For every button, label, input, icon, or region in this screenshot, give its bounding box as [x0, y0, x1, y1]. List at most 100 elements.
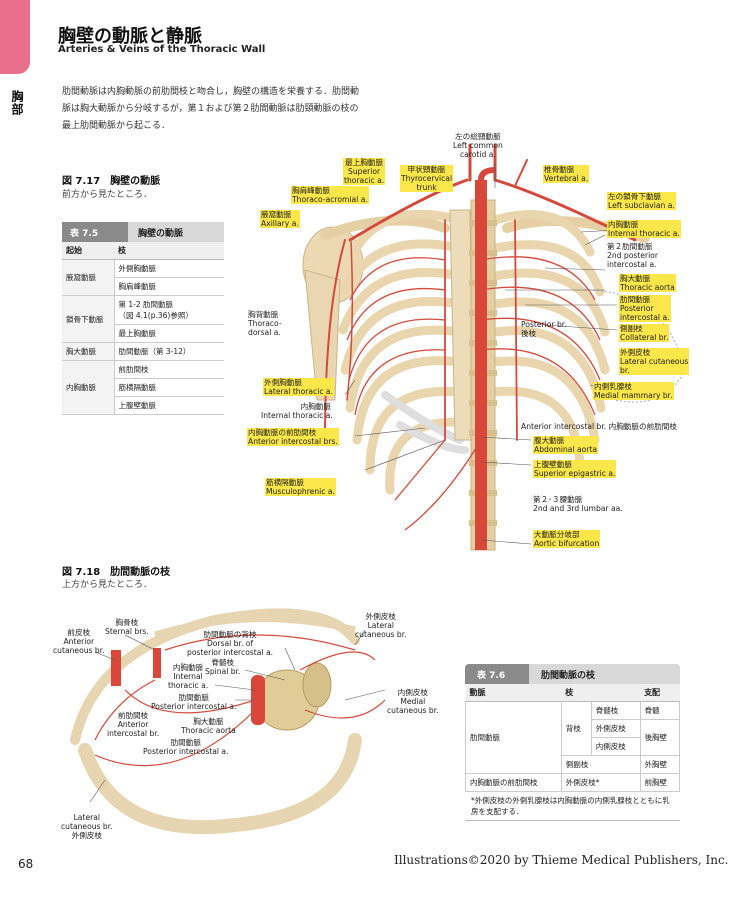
fig718-illustration: 前皮枝 Anterior cutaneous br. 胸骨枝 Sternal b… — [53, 590, 455, 845]
lbl-2nd-posterior-intercostal: 第２肋間動脈 2nd posterior intercostal a. — [607, 242, 658, 269]
table-row: 肋間動脈 背枝 脊髄枝 脊髄 — [465, 701, 681, 774]
table-7-6: 表 7.6 肋間動脈の枝 動脈 枝 支配 肋間動脈 背枝 脊髄枝 脊髄 外側皮枝… — [465, 664, 681, 821]
intercostal-arteries — [346, 256, 601, 531]
col-header: 支配 — [640, 684, 680, 702]
branch-cell: 最上胸動脈 — [114, 324, 224, 343]
branch-cell: 筋横隔動脈 — [114, 378, 224, 397]
branch-cell: 外側胸動脈 — [114, 259, 224, 278]
humerus-bone — [304, 269, 341, 401]
fig717-title: 図 7.17 胸壁の動脈 — [62, 176, 161, 187]
lower-rib — [78, 733, 362, 835]
lbl-thoracic-aorta: 胸大動脈 Thoracic aorta — [181, 717, 236, 735]
subbranch-cell: 内側皮枝 — [590, 737, 641, 756]
page-subtitle: Arteries & Veins of the Thoracic Wall — [58, 44, 266, 55]
lbl-thoracodorsal: 胸背動脈 Thoraco- dorsal a. — [248, 310, 282, 337]
lbl-lateral-thoracic: 外側胸動脈 Lateral thoracic a. — [263, 378, 334, 396]
table-row: 腋窩動脈 外側胸動脈 — [62, 259, 224, 296]
supply-cell: 外胸壁 — [639, 755, 681, 774]
leader-lines — [89, 629, 386, 803]
table-row: 上腹壁動脈 — [62, 396, 224, 415]
lbl-medial-mammary: 内側乳腺枝 Medial mammary br. — [593, 382, 674, 400]
fig717-subtitle: 前方から見たところ． — [62, 190, 153, 200]
intro-line: 最上肋間動脈から起こる． — [62, 121, 171, 131]
vertebra-process — [302, 662, 332, 708]
table-row: 胸大動脈 肋間動脈（第 3-12） — [62, 342, 224, 361]
table-row: 内胸動脈 前肋間枝 — [62, 360, 224, 415]
table-name: 胸壁の動脈 — [128, 222, 224, 242]
lbl-dorsal-branch: 肋間動脈の背枝 Dorsal br. of posterior intercos… — [187, 630, 274, 657]
intercostal-arteries — [94, 634, 386, 767]
origin-cell: 鎖骨下動脈 — [62, 295, 115, 343]
table-footnote: *外側皮枝の外側乳腺枝は内胸動脈の内側乳腺枝とともに乳房を支配する． — [465, 792, 680, 821]
page-title: 胸壁の動脈と静脈 — [58, 26, 202, 47]
subbranch-cell: 外側皮枝 — [590, 719, 641, 738]
lbl-superior-thoracic: 最上胸動脈 Superior thoracic a. — [343, 158, 386, 185]
lbl-medial-cutaneous: 内側皮枝 Medial cutaneous br. — [387, 688, 439, 715]
lbl-internal-thoracic-r: 内胸動脈 Internal thoracic a. — [607, 220, 681, 238]
lbl-lumbar: 第２･３腰動脈 2nd and 3rd lumbar aa. — [533, 495, 623, 513]
table-name: 肋間動脈の枝 — [529, 664, 680, 684]
lbl-lateral-cutaneous-bottom: Lateral cutaneous br. 外側皮枝 — [61, 813, 113, 840]
lbl-lateral-cutaneous-right: 外側皮枝 Lateral cutaneous br. — [355, 612, 407, 639]
col-header: 起始 — [62, 242, 114, 260]
intro-paragraph: 肋間動脈は内胸動脈の前肋間枝と吻合し，胸壁の構造を栄養する．肋間動 脈は胸大動脈… — [62, 84, 372, 135]
lbl-anterior-intercostal: 前肋間枝 Anterior intercostal br. — [107, 711, 160, 738]
lbl-collateral: 側副枝 Collateral br. — [619, 324, 670, 342]
lbl-axillary: 腋窩動脈 Axillary a. — [260, 210, 300, 228]
intro-line: 肋間動脈は内胸動脈の前肋間枝と吻合し，胸壁の構造を栄養する．肋間動 — [62, 87, 360, 97]
intercostal-branches-drawing — [70, 608, 386, 835]
lbl-thoracoacromial: 胸肩峰動脈 Thoraco-acromial a. — [291, 186, 369, 204]
branch-text: 第 1-2 肋間動脈 — [118, 300, 174, 309]
intro-line: 脈は胸大動脈から分岐するが，第１および第２肋間動脈は肋頸動脈の枝の — [62, 104, 359, 114]
lbl-posterior-intercostal-2: 肋間動脈 Posterior intercostal a. — [143, 738, 229, 756]
lbl-left-subclavian: 左の鎖骨下動脈 Left subclavian a. — [607, 192, 676, 210]
lbl-sternal: 胸骨枝 Sternal brs. — [105, 618, 149, 636]
lbl-thyrocervical: 甲状頸動脈 Thyrocervical trunk — [400, 165, 454, 192]
branch-cell: 側副枝 — [560, 755, 641, 774]
page-number: 68 — [18, 857, 34, 871]
table-row: 胸肩峰動脈 — [62, 277, 224, 296]
origin-cell: 腋窩動脈 — [62, 259, 115, 296]
lbl-anterior-intercostal-brs: 内胸動脈の前肋間枝 Anterior intercostal brs. — [247, 428, 339, 446]
fig718-subtitle: 上方から見たところ． — [62, 580, 153, 590]
lbl-posterior-intercostal: 肋間動脈 Posterior intercostal a. — [619, 295, 671, 322]
thoracic-wall-drawing — [302, 143, 686, 551]
lbl-thoracic-aorta: 胸大動脈 Thoracic aorta — [619, 274, 676, 292]
lbl-superior-epigastric: 上腹壁動脈 Superior epigastric a. — [533, 460, 617, 478]
branch-cell: 背枝 — [560, 701, 592, 756]
lbl-internal-thoracic-l: 内胸動脈 Internal thoracic a. — [261, 402, 333, 420]
aorta — [251, 675, 265, 725]
branch-cell: 肋間動脈（第 3-12） — [114, 342, 224, 361]
col-header: 枝 — [114, 242, 224, 260]
branch-cell: 上腹壁動脈 — [114, 396, 224, 415]
subbranch-cell: 脊髄枝 — [590, 701, 641, 720]
branch-cell: 胸肩峰動脈 — [114, 277, 224, 296]
lbl-abdominal-aorta: 腹大動脈 Abdominal aorta — [533, 436, 599, 454]
internal-thoracic-vessel — [153, 648, 161, 678]
table-number: 表 7.5 — [62, 222, 128, 242]
lbl-anterior-cutaneous: 前皮枝 Anterior cutaneous br. — [53, 628, 105, 655]
artery-cell: 肋間動脈 — [465, 701, 562, 774]
table-row: 最上胸動脈 — [62, 324, 224, 343]
fig717-illustration: 左の総頸動脈 Left common carotid a. 最上胸動脈 Supe… — [245, 132, 705, 560]
col-header: 枝 — [561, 684, 641, 702]
branch-cell: 前肋間枝 — [114, 360, 224, 379]
leader-lines — [344, 164, 618, 545]
sternal-vessel — [111, 650, 121, 686]
lbl-lateral-cutaneous: 外側皮枝 Lateral cutaneous br. — [619, 348, 690, 375]
upper-rib-2 — [153, 615, 356, 639]
illustration-credit: Illustrations©2020 by Thieme Medical Pub… — [394, 853, 729, 867]
lbl-anterior-intercostal-br: Anterior intercostal br. 内胸動脈の前肋間枝 — [521, 422, 677, 431]
branch-cell: 外側皮枝* — [560, 773, 641, 792]
table-7-5: 表 7.5 胸壁の動脈 起始 枝 腋窩動脈 外側胸動脈 胸肩峰動脈 鎖骨下動脈 … — [62, 222, 224, 415]
lbl-aortic-bifurcation: 大動脈分岐部 Aortic bifurcation — [533, 530, 601, 548]
table-row: 内胸動脈の前肋間枝 外側皮枝* 前胸壁 — [465, 773, 681, 792]
table-row: 筋横隔動脈 — [62, 378, 224, 397]
fig718-title: 図 7.18 肋間動脈の枝 — [62, 567, 171, 578]
lbl-spinal: 脊髄枝 Spinal br. — [205, 658, 241, 676]
lbl-posterior-branch: Posterior br. 後枝 — [521, 320, 567, 338]
artery-cell: 内胸動脈の前肋間枝 — [465, 773, 562, 792]
chapter-tab — [0, 0, 30, 74]
supply-cell: 脊髄 — [639, 701, 681, 720]
lbl-vertebral: 椎骨動脈 Vertebral a. — [543, 165, 590, 183]
